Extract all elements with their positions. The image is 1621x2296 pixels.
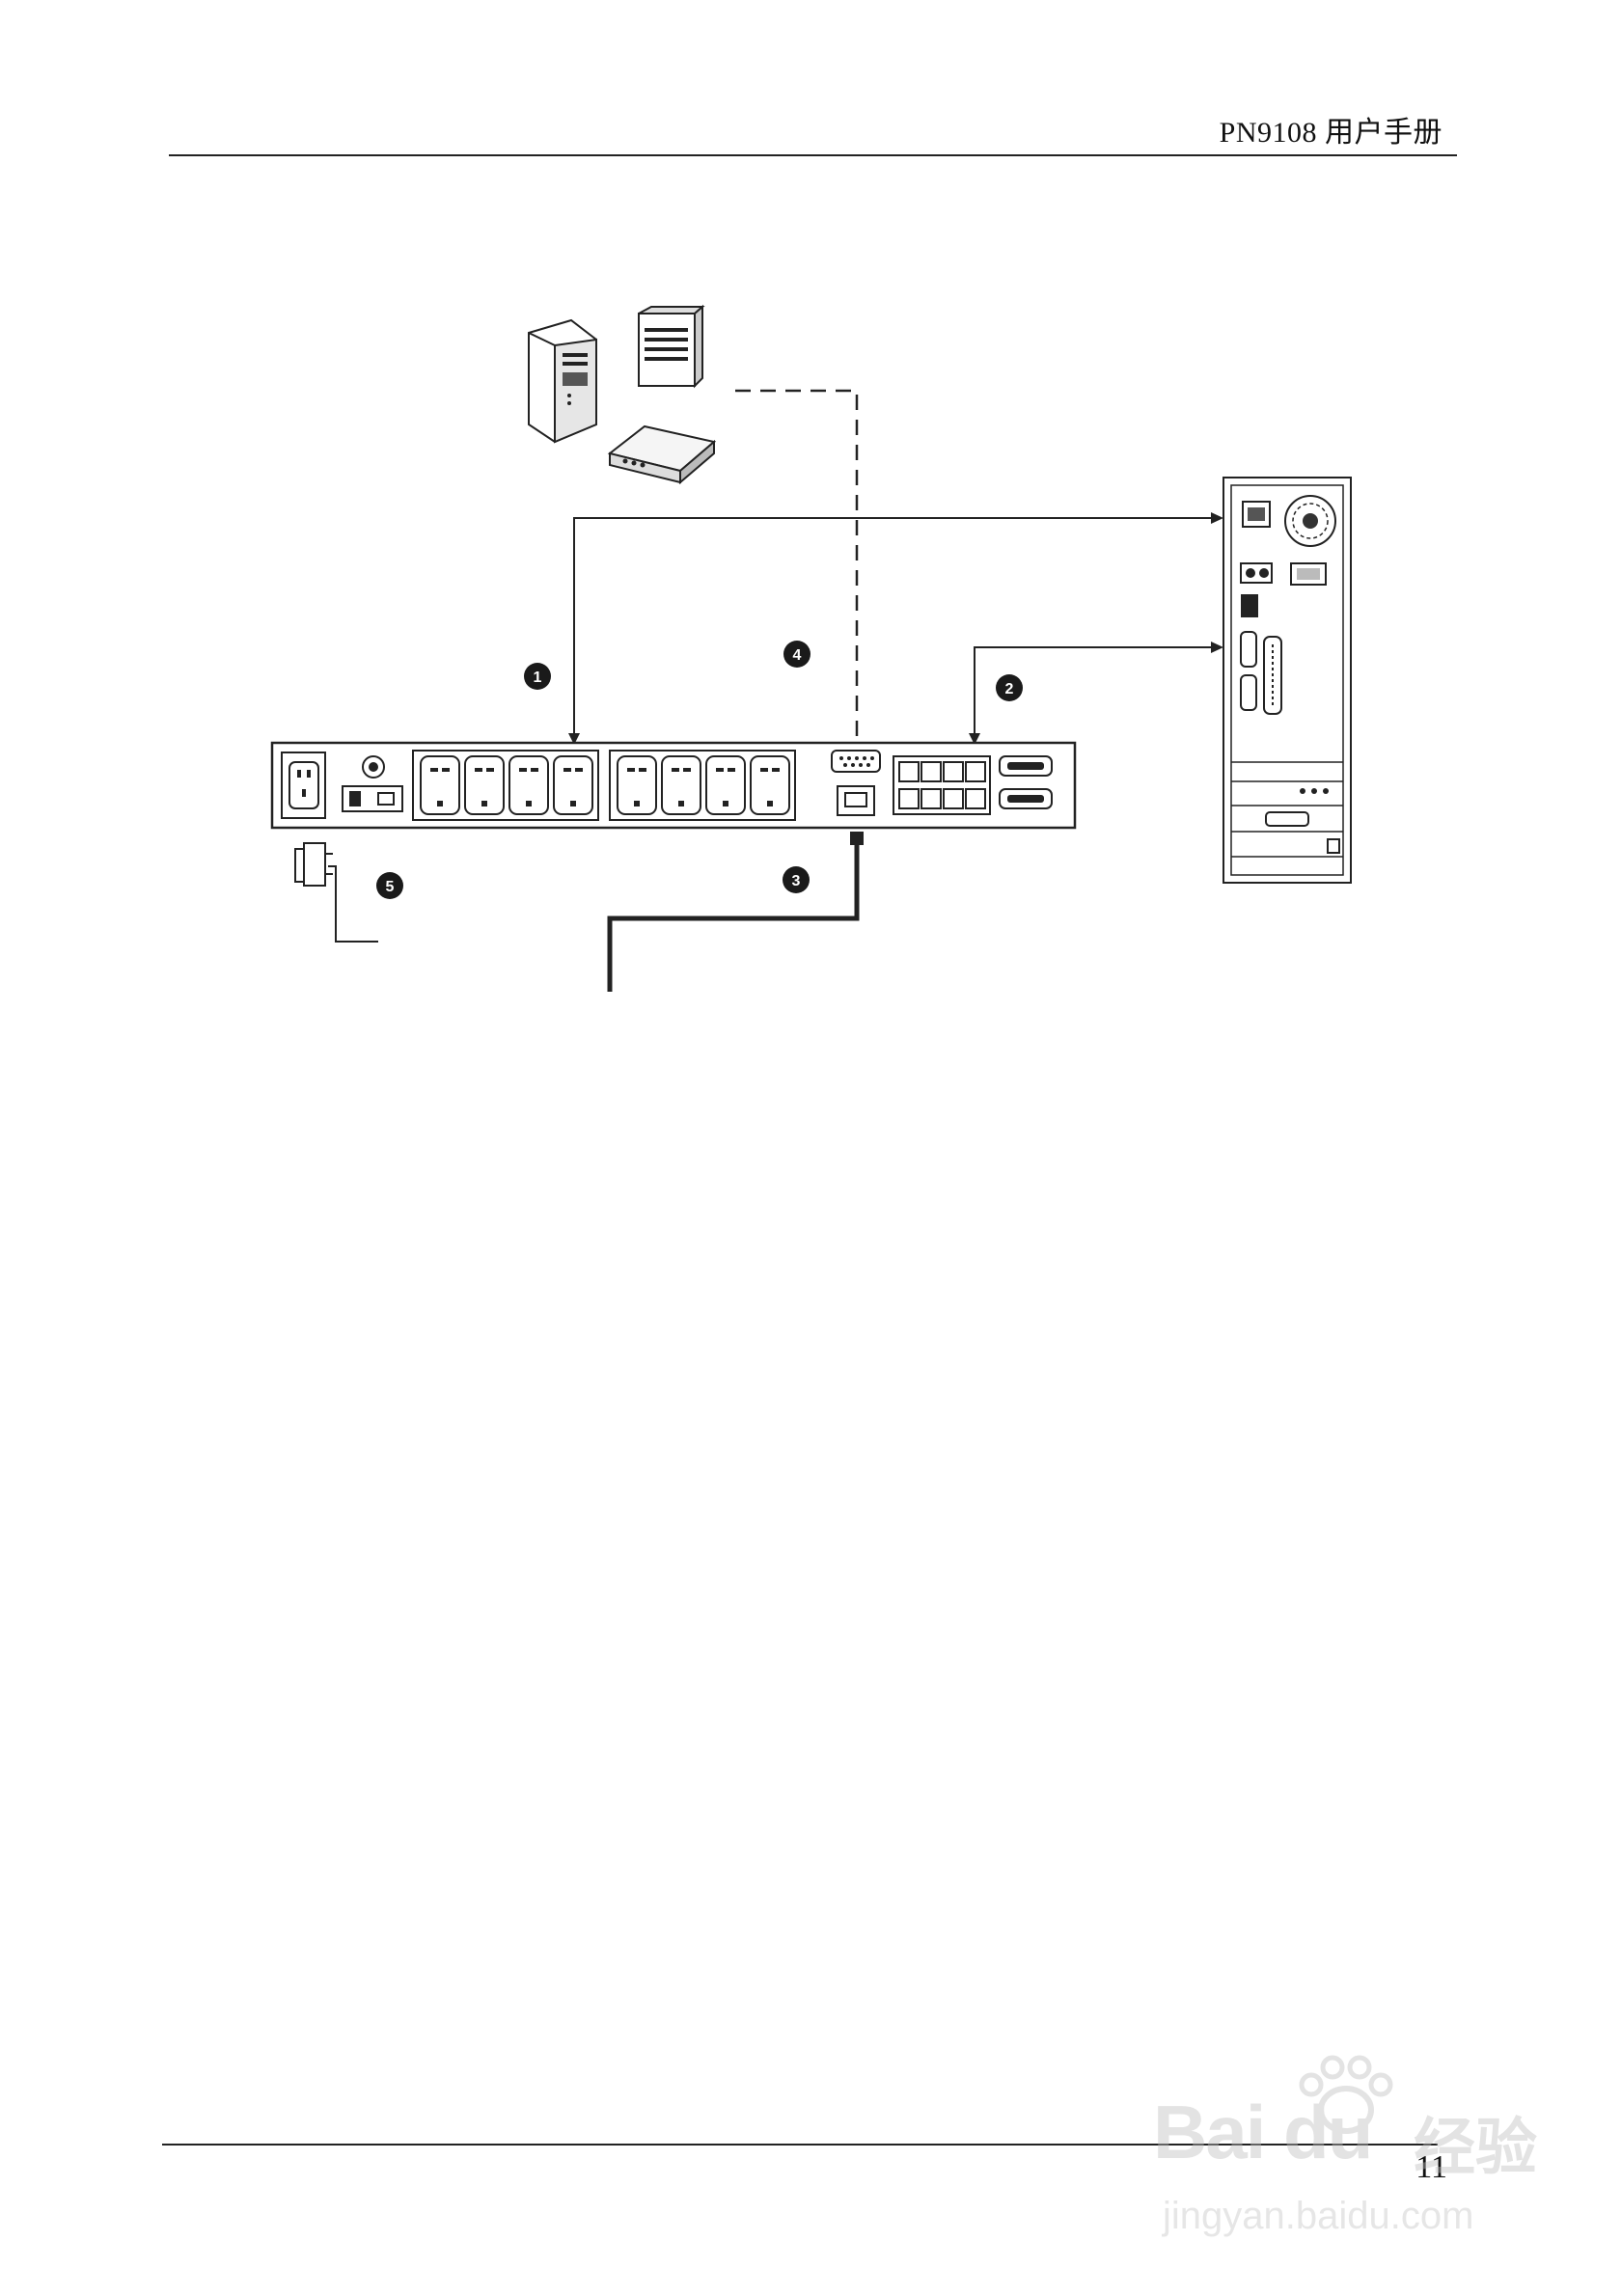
watermark-url: jingyan.baidu.com <box>1163 2195 1474 2237</box>
computer-tower-icon <box>1223 477 1352 884</box>
dashed-cable <box>735 389 859 748</box>
callout-3-label: 3 <box>792 873 801 889</box>
server-unit-icon <box>638 304 705 389</box>
header-title: PN9108 用户手册 <box>1219 117 1442 149</box>
callout-4-label: 4 <box>793 647 802 664</box>
callout-1-label: 1 <box>534 670 542 686</box>
callout-1: 1 <box>524 663 551 690</box>
cable-5 <box>328 865 378 943</box>
watermark: Bai du 经验 jingyan.baidu.com <box>1153 2055 1558 2262</box>
cable-2 <box>974 646 1211 733</box>
watermark-brand: Bai du <box>1153 2090 1373 2174</box>
footer-divider <box>162 2144 1438 2146</box>
pdu-rear-panel <box>270 741 1077 830</box>
tower-server-icon <box>528 318 597 444</box>
callout-5-label: 5 <box>386 879 395 895</box>
connection-diagram: 1 2 3 4 5 <box>270 304 1352 992</box>
callout-4: 4 <box>783 641 810 668</box>
callout-2-label: 2 <box>1005 681 1014 697</box>
callout-5: 5 <box>376 872 403 899</box>
watermark-brand-cn: 经验 <box>1414 2113 1537 2182</box>
power-plug-icon <box>294 842 333 887</box>
header-divider <box>169 154 1457 156</box>
callout-2: 2 <box>996 674 1023 701</box>
page-number: 11 <box>1415 2149 1447 2185</box>
network-device-icon <box>607 424 717 485</box>
cable-1 <box>573 517 1211 733</box>
paw-logo-icon <box>1299 2055 1393 2134</box>
callout-3: 3 <box>783 866 810 893</box>
cable-3 <box>607 839 860 992</box>
